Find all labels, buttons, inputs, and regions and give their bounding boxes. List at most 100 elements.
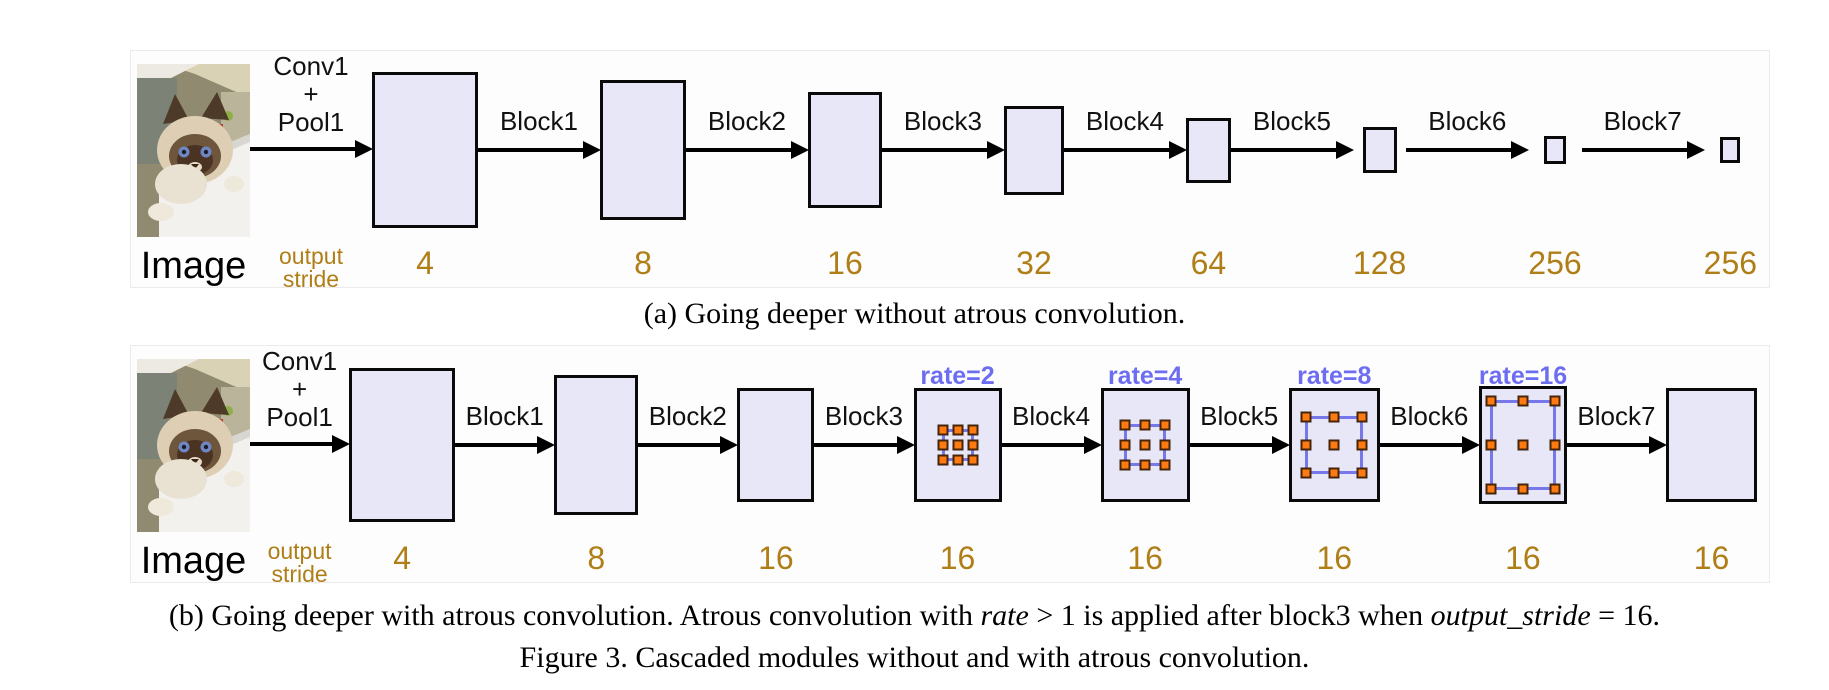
arrow-icon <box>455 436 556 454</box>
arrow-icon <box>814 436 915 454</box>
arrow-icon <box>1566 436 1668 454</box>
feature-map-block <box>807 92 882 208</box>
block-label: Block4 <box>1012 401 1091 431</box>
block-label: Block6 <box>1428 106 1507 136</box>
block-label: Block2 <box>648 401 727 431</box>
arrow-icon <box>1230 141 1354 159</box>
stride-value: 4 <box>393 540 412 576</box>
feature-map-block <box>554 375 639 515</box>
stride-value: 8 <box>587 540 606 576</box>
arrow-icon <box>250 435 351 453</box>
feature-map-block <box>371 72 478 228</box>
feature-map-node: 16 <box>737 350 815 582</box>
block3-connector: Block3 <box>881 55 1005 287</box>
block7-connector: Block7 <box>1581 55 1705 287</box>
pipeline-row-a: Image Conv1 + Pool1 output stride <box>131 51 1769 292</box>
feature-map-node: 4 <box>371 55 478 287</box>
feature-map-node: 128 <box>1353 55 1406 287</box>
atrous-kernel-grid <box>937 424 978 466</box>
feature-map-node: 256 <box>1528 55 1582 287</box>
feature-map-node: 8 <box>599 55 686 287</box>
block4-connector: Block4 <box>1063 55 1187 287</box>
atrous-node-rate16: rate=16 16 <box>1478 350 1568 582</box>
stride-value: 64 <box>1190 245 1227 281</box>
stride-value: 4 <box>416 245 434 281</box>
block5-connector: Block5 <box>1189 350 1290 582</box>
stride-value: 16 <box>1505 540 1541 576</box>
stride-value: 16 <box>939 540 976 576</box>
cat-photo <box>137 358 250 532</box>
block-label: Block3 <box>824 401 903 431</box>
feature-map-block <box>1003 105 1064 195</box>
atrous-kernel-grid <box>1300 411 1368 479</box>
conv-pool-label: Conv1 + Pool1 <box>273 51 349 137</box>
feature-map-node: 32 <box>1003 55 1064 287</box>
block1-connector: Block1 <box>455 350 556 582</box>
arrow-icon <box>250 140 373 158</box>
feature-map-node: 4 <box>349 350 456 582</box>
block2-connector: Block2 <box>638 350 739 582</box>
feature-map-node: 16 <box>807 55 882 287</box>
feature-map-block <box>1362 127 1397 173</box>
block-label: Block7 <box>1577 401 1656 431</box>
rate-label: rate=8 <box>1297 362 1372 390</box>
arrow-icon <box>1189 436 1290 454</box>
stride-value: 8 <box>634 245 652 281</box>
conv-pool-connector: Conv1 + Pool1 output stride <box>250 51 373 292</box>
stride-value: 16 <box>1693 540 1730 576</box>
atrous-kernel-grid <box>1485 395 1561 495</box>
input-image-node: Image <box>137 350 250 582</box>
rate-label: rate=4 <box>1107 362 1183 390</box>
arrow-icon <box>1406 141 1530 159</box>
stride-value: 16 <box>1127 540 1163 576</box>
block-label: Block5 <box>1200 401 1279 431</box>
block-label: Block1 <box>465 401 544 431</box>
arrow-icon <box>1581 141 1705 159</box>
math-rate: rate <box>980 599 1029 632</box>
feature-map-block <box>1666 388 1757 502</box>
block-label: Block2 <box>707 106 786 136</box>
figure-caption: Figure 3. Cascaded modules without and w… <box>519 641 1310 674</box>
arrow-icon <box>1379 436 1481 454</box>
image-label: Image <box>140 245 247 287</box>
panel-without-atrous: Image Conv1 + Pool1 output stride <box>130 50 1770 292</box>
pipeline-row-b: Image Conv1 + Pool1 output stride <box>131 346 1769 587</box>
feature-map-block <box>1478 386 1567 504</box>
stride-value: 256 <box>1528 245 1582 281</box>
feature-map-block <box>1543 136 1566 164</box>
arrow-icon <box>685 141 809 159</box>
rate-label: rate=16 <box>1478 362 1568 390</box>
block4-connector: Block4 <box>1001 350 1102 582</box>
stride-value: 32 <box>1016 245 1052 281</box>
rate-label: rate=2 <box>920 362 995 390</box>
arrow-icon <box>638 436 739 454</box>
conv-pool-label: Conv1 + Pool1 <box>261 346 338 432</box>
cat-photo <box>137 63 250 237</box>
conv-pool-connector: Conv1 + Pool1 output stride <box>250 346 351 587</box>
output-stride-label: output stride <box>267 538 332 587</box>
stride-value: 16 <box>1316 540 1353 576</box>
atrous-kernel-grid <box>1119 419 1171 471</box>
feature-map-block <box>1100 388 1190 502</box>
feature-map-block <box>737 388 815 502</box>
block-label: Block1 <box>499 106 578 136</box>
stride-value: 128 <box>1352 245 1407 281</box>
input-image-node: Image <box>137 55 250 287</box>
feature-map-node: 8 <box>554 350 639 582</box>
block6-connector: Block6 <box>1406 55 1530 287</box>
panel-with-atrous: Image Conv1 + Pool1 output stride <box>130 345 1770 587</box>
stride-value: 16 <box>827 245 863 281</box>
image-label: Image <box>140 540 247 582</box>
block-label: Block5 <box>1252 106 1331 136</box>
feature-map-block <box>599 80 686 220</box>
caption-a: (a) Going deeper without atrous convolut… <box>643 297 1186 330</box>
math-output-stride: output_stride <box>1430 599 1591 632</box>
caption-b: (b) Going deeper with atrous convolution… <box>168 599 1661 632</box>
block-label: Block7 <box>1603 106 1682 136</box>
output-stride-label: output stride <box>279 243 343 292</box>
feature-map-node: 64 <box>1185 55 1231 287</box>
block5-connector: Block5 <box>1230 55 1354 287</box>
block-label: Block4 <box>1085 106 1164 136</box>
feature-map-block <box>1288 388 1380 502</box>
